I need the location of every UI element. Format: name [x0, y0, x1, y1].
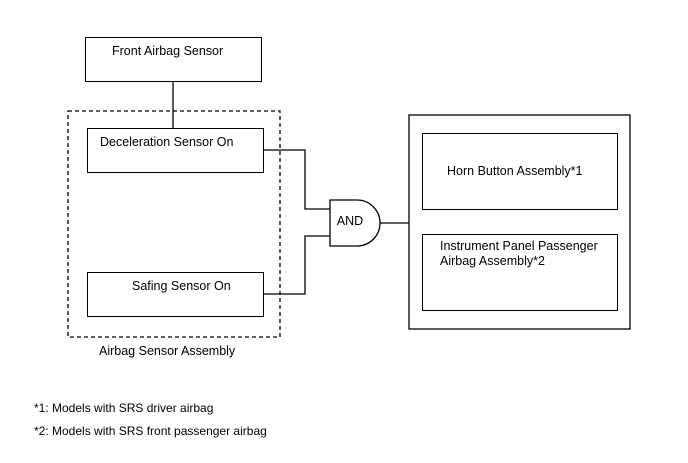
- instrument-panel-airbag-label: Instrument Panel Passenger Airbag Assemb…: [440, 239, 598, 268]
- horn-button-assembly-label: Horn Button Assembly*1: [447, 164, 583, 178]
- footnote-1: *1: Models with SRS driver airbag: [34, 401, 214, 415]
- front-airbag-sensor-label: Front Airbag Sensor: [112, 44, 224, 58]
- airbag-sensor-assembly-boundary: [67, 110, 281, 338]
- safing-sensor-label: Safing Sensor On: [132, 279, 231, 293]
- decel-to-gate-wire: [263, 149, 330, 210]
- deceleration-sensor-box: Deceleration Sensor On: [87, 128, 264, 173]
- airbag-sensor-assembly-label: Airbag Sensor Assembly: [99, 344, 236, 358]
- front-airbag-sensor-box: Front Airbag Sensor: [85, 37, 262, 82]
- and-gate-label: AND: [336, 214, 364, 228]
- horn-button-assembly-box: Horn Button Assembly*1: [422, 133, 618, 210]
- deceleration-sensor-label: Deceleration Sensor On: [100, 135, 234, 149]
- safing-sensor-box: Safing Sensor On: [87, 272, 264, 317]
- instrument-panel-airbag-box: Instrument Panel Passenger Airbag Assemb…: [422, 234, 618, 311]
- footnote-2: *2: Models with SRS front passenger airb…: [34, 424, 267, 438]
- and-gate-shape: [329, 199, 381, 247]
- safing-to-gate-wire: [263, 235, 330, 295]
- output-assembly-frame: [408, 114, 631, 330]
